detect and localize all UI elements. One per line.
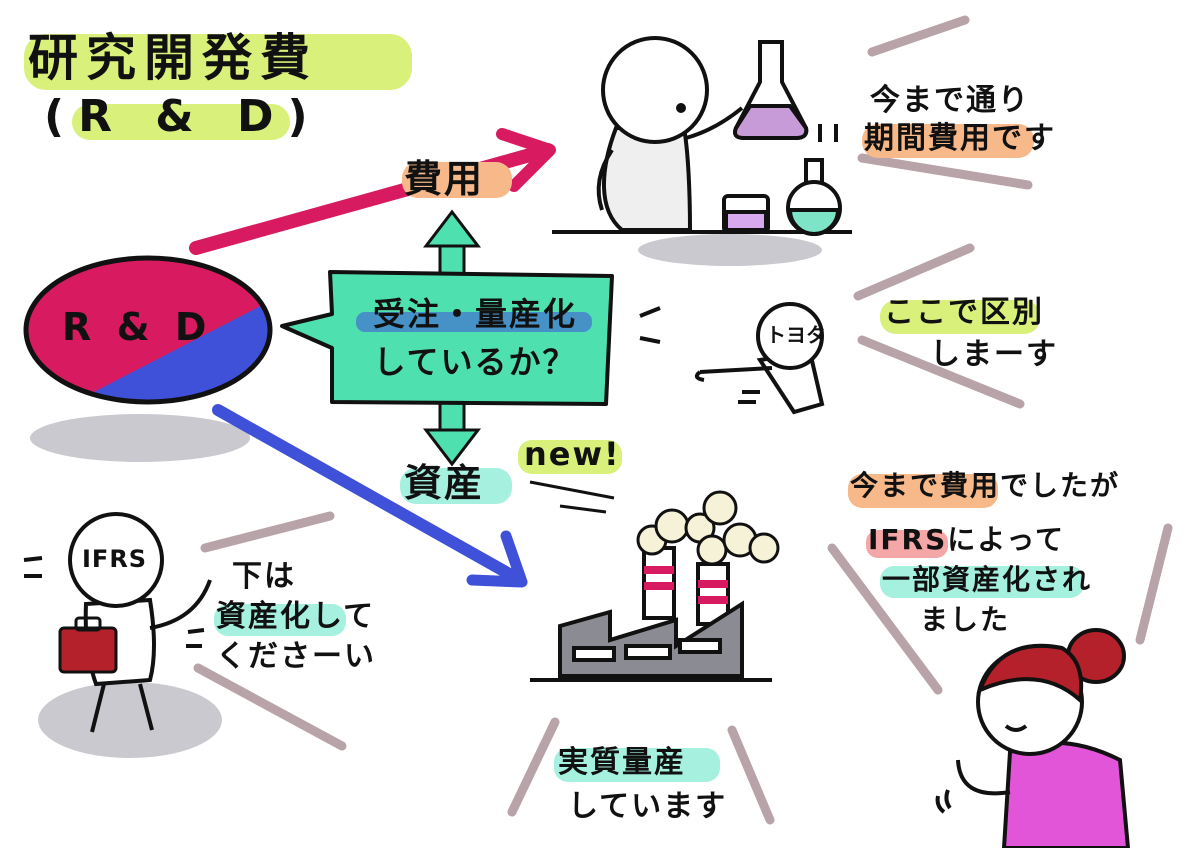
ifrs-note-line-3: くださーい <box>216 639 376 674</box>
smoke-icon <box>636 490 780 566</box>
new-tag: new! <box>524 435 621 473</box>
decorative-rules <box>193 15 1173 825</box>
woman-note-line-3: 一部資産化され <box>882 563 1093 596</box>
ifrs-note-line-2: 資産化して <box>216 599 376 634</box>
asset-arrow <box>212 404 528 588</box>
decision-line-2: しているか？ <box>373 343 577 381</box>
decision-line-1: 受注・量産化 <box>372 295 577 333</box>
toyota-figure <box>639 302 825 415</box>
toyota-badge: トヨタ <box>766 323 826 347</box>
lab-flask-icon <box>733 40 838 142</box>
factory-icon <box>530 546 772 682</box>
expense-note-line-2: 期間費用です <box>864 121 1056 156</box>
round-flask-icon <box>786 158 842 236</box>
factory-note-line-2: しています <box>568 789 728 824</box>
expense-label: 費用 <box>404 157 485 201</box>
beaker-icon <box>722 194 770 234</box>
rd-ellipse <box>26 258 270 402</box>
page-title: 研究開発費 <box>28 29 318 87</box>
toyota-note-line-2: しまーす <box>930 337 1058 372</box>
woman-note-line-1: 今まで費用でしたが <box>850 469 1121 502</box>
woman-note-line-4: ました <box>920 603 1011 636</box>
toyota-note-line-1: ここで区別 <box>884 295 1044 330</box>
ifrs-badge: IFRS <box>82 545 148 573</box>
asset-label: 資産 <box>404 461 485 505</box>
rd-ellipse-label: R & D <box>62 305 213 349</box>
decision-box <box>280 270 614 406</box>
shadows <box>30 234 822 758</box>
briefcase-icon <box>58 616 118 674</box>
ifrs-note-line-1: 下は <box>232 559 296 594</box>
woman-figure-icon <box>935 628 1131 848</box>
factory-note-line-1: 実質量産 <box>558 745 686 780</box>
expense-note-line-1: 今まで通り <box>870 83 1030 118</box>
woman-note-line-2: IFRSによって <box>868 523 1066 556</box>
page-subtitle: (R & D) <box>44 91 322 142</box>
